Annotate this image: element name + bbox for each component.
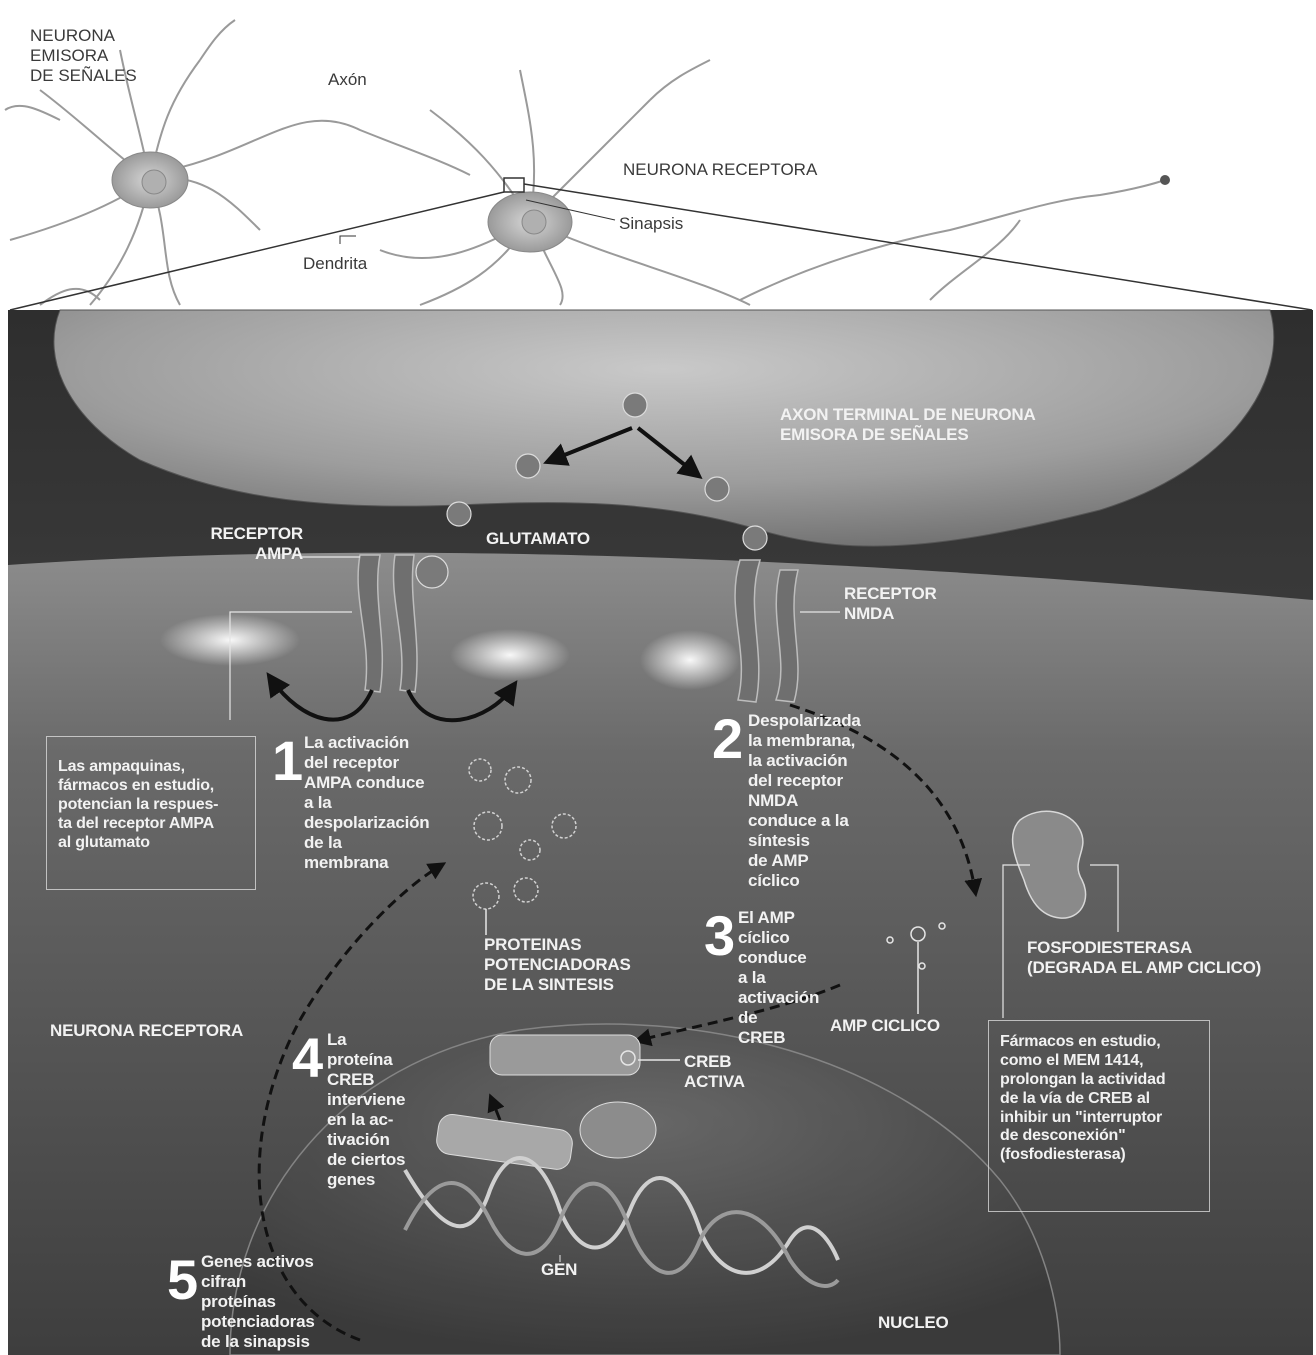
receiving-neuron-nucleus [522, 210, 546, 234]
glow-center [450, 629, 570, 681]
step-4-number: 4 [292, 1030, 323, 1086]
step-5-text: Genes activos cifran proteínas potenciad… [201, 1252, 315, 1352]
active-creb-label: CREB ACTIVA [684, 1052, 745, 1092]
zoom-line-left [10, 192, 504, 310]
gene-label: GEN [541, 1260, 577, 1280]
synapse-label: Sinapsis [619, 214, 683, 234]
axon-label: Axón [328, 70, 367, 90]
step-3-text: El AMP cíclico conduce a la activación d… [738, 908, 819, 1048]
step-1-text: La activación del receptor AMPA conduce … [304, 733, 429, 873]
receiving-neuron-detail-label: NEURONA RECEPTORA [50, 1021, 243, 1041]
step-3-number: 3 [704, 908, 735, 964]
ampakines-note: Las ampaquinas, fármacos en estudio, pot… [58, 758, 218, 852]
step-4-text: La proteína CREB interviene en la ac- ti… [327, 1030, 405, 1190]
zoom-line-right [524, 184, 1312, 310]
nmda-receptor-label: RECEPTOR NMDA [844, 584, 937, 624]
ampa-receptor-label: RECEPTOR AMPA [205, 524, 303, 564]
receiving-neuron-label: NEURONA RECEPTORA [623, 160, 817, 180]
glow-right [640, 630, 740, 690]
sending-neuron-nucleus [142, 170, 166, 194]
cyclic-amp-label: AMP CICLICO [830, 1016, 940, 1036]
axon-terminal-label: AXON TERMINAL DE NEURONA EMISORA DE SEÑA… [780, 405, 1036, 445]
phosphodiesterase-label: FOSFODIESTERASA (DEGRADA EL AMP CICLICO) [1027, 938, 1261, 978]
glutamate-label: GLUTAMATO [486, 529, 590, 549]
dendrite-leader [340, 236, 356, 244]
step-5-number: 5 [167, 1252, 198, 1308]
creb-protein [490, 1035, 640, 1075]
nucleus-label: NUCLEO [878, 1313, 949, 1333]
proteins-label: PROTEINAS POTENCIADORAS DE LA SINTESIS [484, 935, 631, 995]
sending-neuron-label: NEURONA EMISORA DE SEÑALES [30, 26, 137, 86]
dendrite-label: Dendrita [303, 254, 367, 274]
step-2-text: Despolarizada la membrana, la activación… [748, 711, 861, 891]
step-2-number: 2 [712, 711, 743, 767]
mem-note: Fármacos en estudio, como el MEM 1414, p… [1000, 1033, 1165, 1165]
step-1-number: 1 [272, 733, 303, 789]
axon-tip [1160, 175, 1170, 185]
